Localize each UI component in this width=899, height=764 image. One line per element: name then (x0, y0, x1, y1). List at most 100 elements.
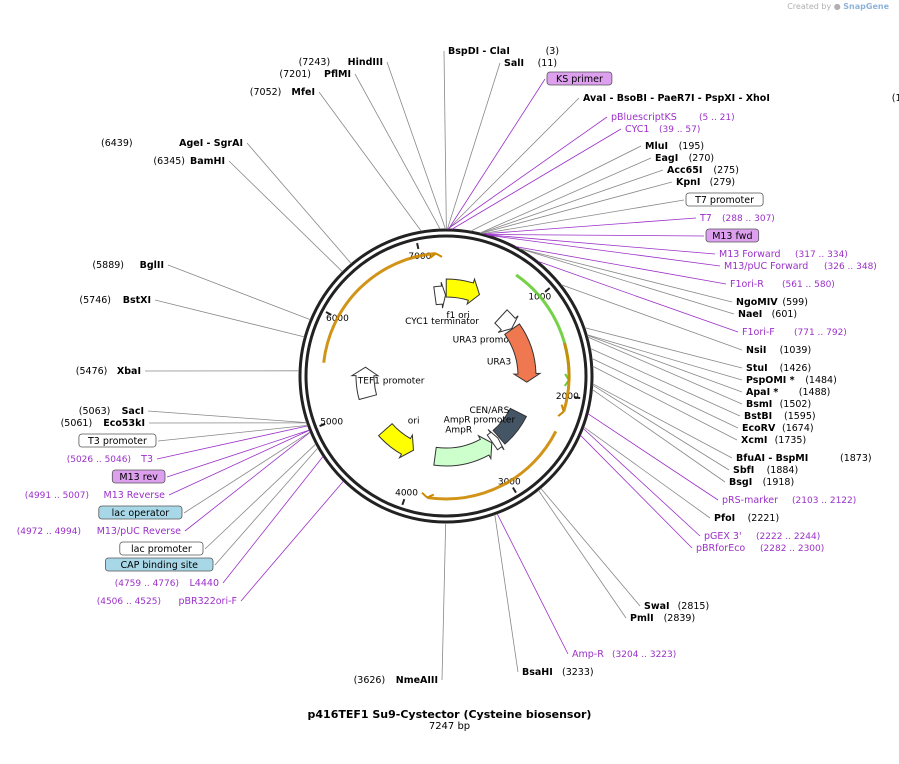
enzyme-name: BstXI (123, 295, 151, 306)
tick-mark (416, 242, 420, 250)
leader-bfuai-bspmi (592, 383, 733, 459)
orf-arrowhead (421, 491, 435, 499)
leader-prs-marker (587, 413, 719, 501)
orf-arcs (322, 251, 571, 501)
primer-range: (4506 .. 4525) (97, 597, 161, 607)
leader-nsii (561, 284, 743, 351)
leader-xcmi (592, 365, 738, 441)
leader-lac-promoter (204, 443, 316, 550)
enzyme-name: AvaI - BsoBI - PaeR7I - PspXI - XhoI (583, 93, 770, 104)
feature-box-label: M13 rev (119, 472, 158, 483)
leader-pbluescriptks (447, 116, 608, 230)
enzyme-name: NsiI (746, 345, 766, 356)
site-label-m13-reverse: M13 Reverse(4991 .. 5007) (25, 490, 165, 501)
site-label-eco53ki: Eco53kI (5061) (61, 418, 145, 429)
enzyme-position: (7243) (299, 57, 331, 68)
site-label-bglii: BglII(5889) (92, 260, 164, 271)
primer-range: (4972 .. 4994) (17, 527, 81, 537)
site-label-pbluescriptks: pBluescriptKS (5 .. 21) (611, 112, 735, 123)
enzyme-position: (601) (772, 309, 798, 320)
enzyme-position: (1674) (782, 423, 814, 434)
enzyme-position: (3233) (562, 667, 594, 678)
leader-bamhi (228, 160, 343, 272)
site-label-f1ori-f: F1ori-F(771 .. 792) (742, 327, 847, 338)
leader-ecorv (591, 358, 739, 429)
enzyme-name: BamHI (190, 156, 225, 167)
site-label-hindiii: HindIII(7243) (299, 57, 383, 68)
leader-stui (584, 327, 743, 369)
site-label-t7: T7(288 .. 307) (699, 213, 775, 224)
leader-bsmi (587, 336, 743, 405)
enzyme-position: (5063) (79, 406, 111, 417)
enzyme-position: (2815) (678, 601, 710, 612)
site-label-t3: T3(5026 .. 5046) (67, 454, 153, 465)
site-label-pmli: PmlI(2839) (630, 613, 695, 624)
site-label-sbfi: SbfI(1884) (733, 465, 798, 476)
site-label-ks-primer: KS primer (546, 71, 613, 86)
feature-ori (377, 422, 415, 459)
enzyme-position: (1884) (767, 465, 799, 476)
primer-range: (2282 .. 2300) (760, 544, 824, 554)
primer-name: pBR322ori-F (178, 596, 237, 607)
site-label-pbrforeco: pBRforEco (2282 .. 2300) (696, 543, 824, 554)
enzyme-position: (7201) (279, 69, 311, 80)
site-label-bsgi: BsgI(1918) (729, 477, 794, 488)
site-label-pspomi: PspOMI *(1484) (746, 375, 837, 386)
primer-name: pGEX 3' (704, 531, 742, 542)
feature-ampr (433, 434, 493, 467)
leader-t7-promoter (482, 199, 685, 235)
leader-pgex-3 (583, 428, 701, 537)
leader-bsahi (494, 514, 519, 673)
leader-eagi (479, 157, 652, 234)
feature-box (98, 505, 183, 520)
orf-arc (427, 430, 558, 501)
enzyme-name: BspDI - ClaI (448, 46, 510, 57)
primer-range: (5026 .. 5046) (67, 455, 131, 465)
enzyme-name: NaeI (738, 309, 762, 320)
site-label-saci: SacI(5063) (79, 406, 144, 417)
site-label-m13-rev: M13 rev (111, 469, 166, 484)
feature-box (685, 192, 764, 207)
enzyme-name: MluI (645, 141, 668, 152)
primer-name: M13/pUC Reverse (97, 526, 181, 537)
enzyme-position: (1426) (780, 363, 812, 374)
enzyme-position: (5061) (61, 418, 93, 429)
enzyme-name: NgoMIV (736, 297, 778, 308)
feature-box-label: T3 promoter (87, 436, 147, 447)
enzyme-position: (11) (538, 58, 558, 69)
leader-nmeaiii (441, 522, 447, 681)
feature-cyc1-terminator (433, 281, 447, 309)
site-label-stui: StuI(1426) (746, 363, 811, 374)
tick-label: 5000 (320, 417, 343, 427)
site-label-pgex-3: pGEX 3'(2222 .. 2244) (704, 531, 820, 542)
feature-box-label: CAP binding site (120, 560, 198, 571)
leader-m13-rev (166, 429, 310, 478)
primer-range: (5 .. 21) (699, 113, 735, 123)
leader-apai (587, 334, 743, 393)
leader-pflmi (354, 73, 441, 230)
primer-name: pRS-marker (722, 495, 778, 506)
leader-hindiii (386, 61, 446, 230)
enzyme-name: KpnI (676, 177, 700, 188)
backbone-inner-strand (304, 234, 588, 518)
enzyme-position: (1488) (799, 387, 831, 398)
enzyme-name: Eco53kI (103, 418, 145, 429)
enzyme-name: BsaHI (522, 667, 553, 678)
feature-label-tef1-promoter: TEF1 promoter (357, 376, 425, 386)
enzyme-position: (5476) (76, 366, 108, 377)
leader-avai-bsobi-paer7i-pspxi-xhoi (447, 97, 580, 230)
enzyme-name: XbaI (117, 366, 141, 377)
enzyme-name: AgeI - SgrAI (179, 138, 243, 149)
primer-name: L4440 (190, 578, 219, 589)
site-label-prs-marker: pRS-marker(2103 .. 2122) (722, 495, 856, 506)
primer-name: pBRforEco (696, 543, 745, 554)
leader-ks-primer (448, 78, 546, 230)
plasmid-title: p416TEF1 Su9-Cystector (Cysteine biosens… (307, 708, 592, 721)
site-label-m13-fwd: M13 fwd (705, 228, 760, 243)
site-label-pflmi: PflMI(7201) (279, 69, 351, 80)
primer-name: pBluescriptKS (611, 112, 677, 123)
site-label-avai-bsobi-paer7i-pspxi-xhoi: AvaI - BsoBI - PaeR7I - PspXI - XhoI(17) (583, 93, 899, 104)
site-label-eagi: EagI(270) (655, 153, 714, 164)
